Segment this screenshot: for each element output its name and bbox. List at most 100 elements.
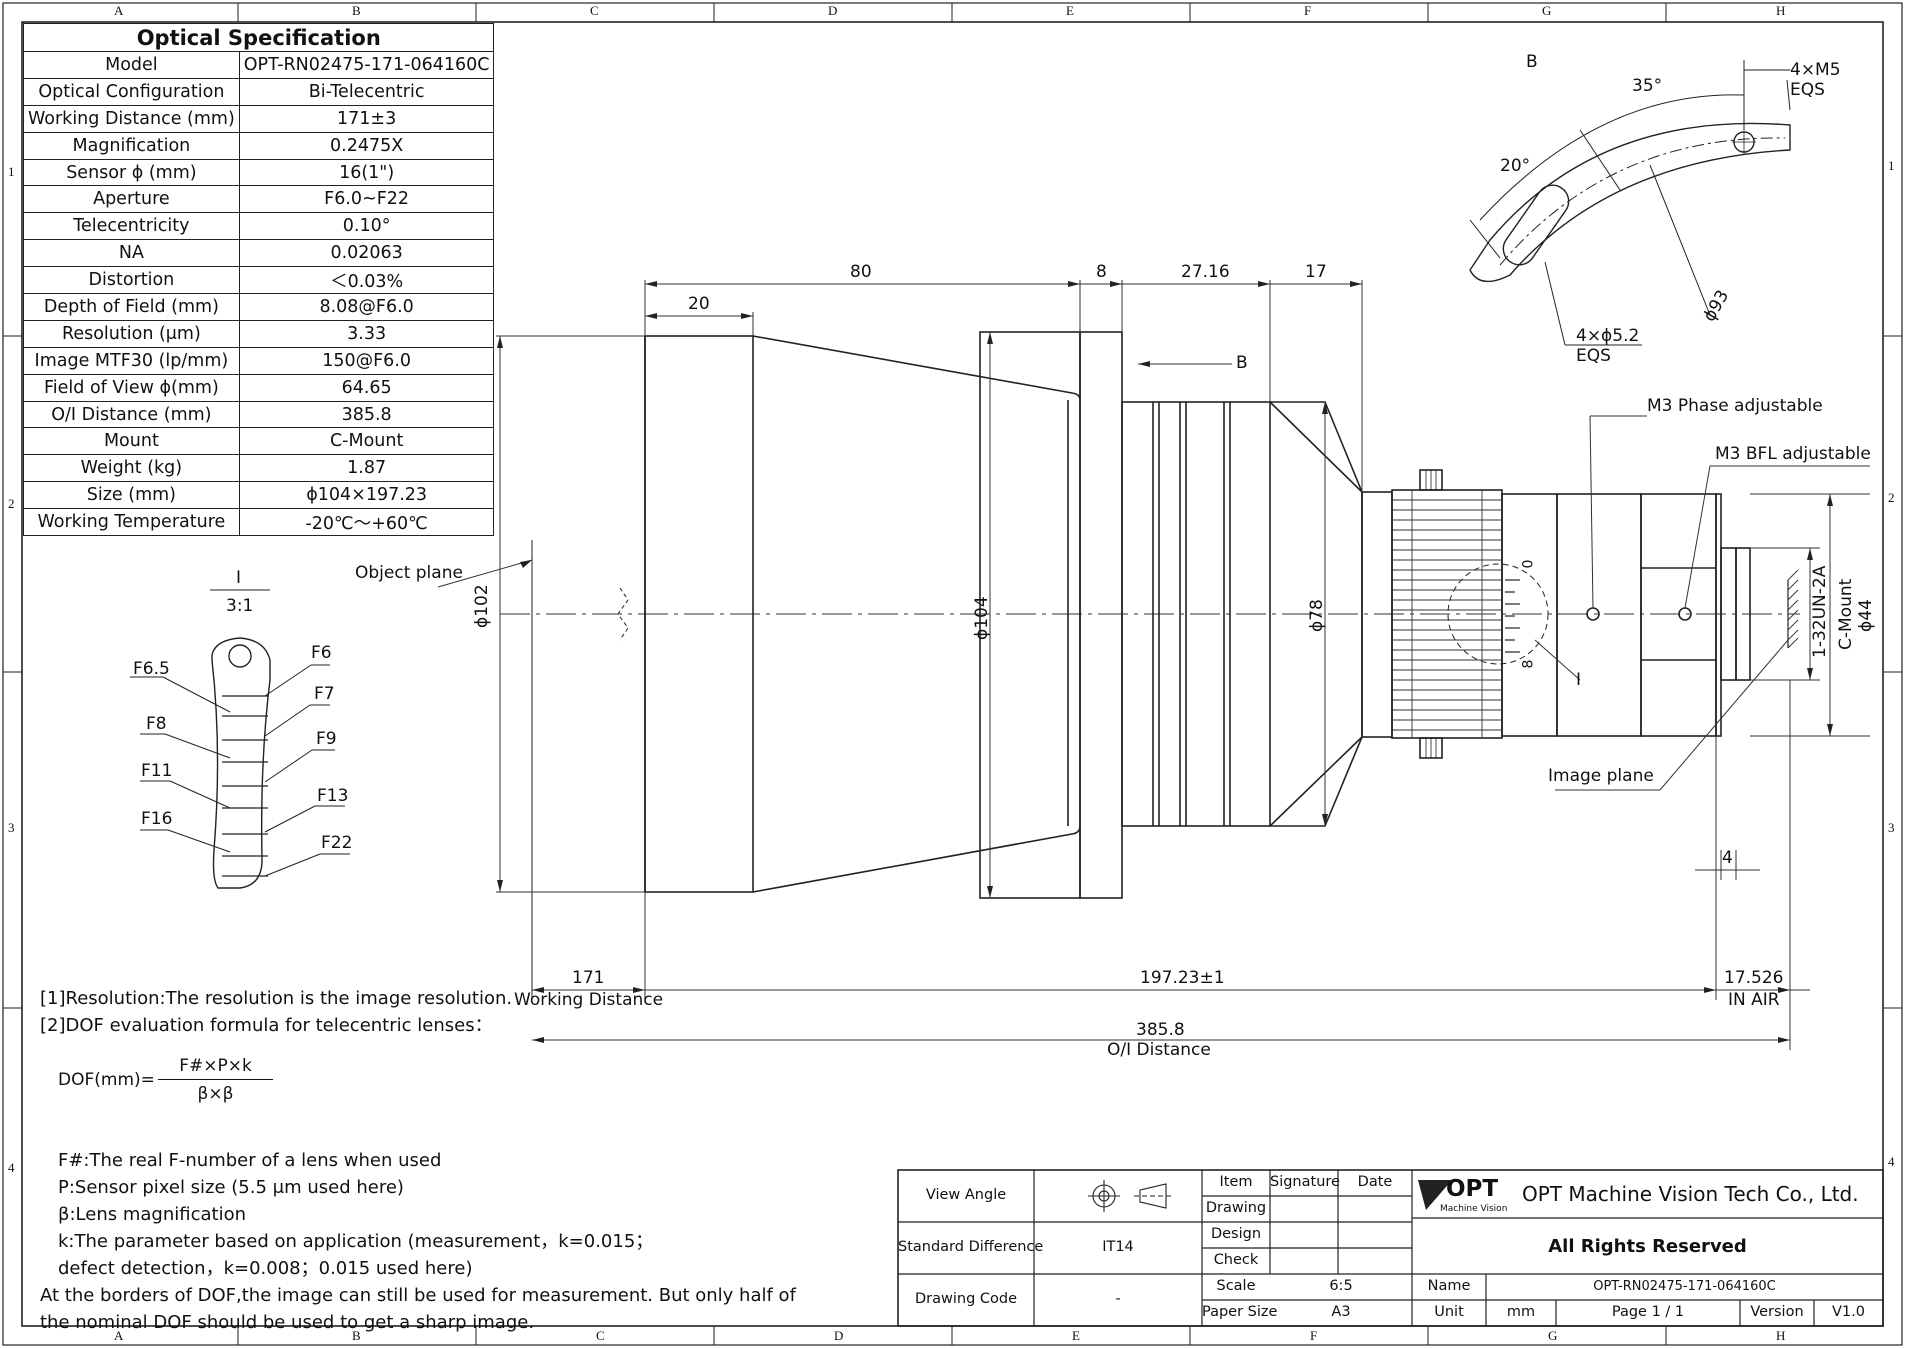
tb-name: Name [1427,1278,1471,1294]
note-resolution: [1]Resolution:The resolution is the imag… [40,988,513,1009]
spec-key: Optical Configuration [23,77,240,106]
tb-date: Date [1357,1174,1393,1190]
note-p: P:Sensor pixel size (5.5 μm used here) [58,1177,404,1198]
f-stop-label: F6 [311,643,332,663]
logo-mark [1418,1180,1452,1210]
spec-row: Resolution (μm)3.33 [23,319,495,348]
spec-value: 0.10° [238,212,495,241]
spec-key: Weight (kg) [23,454,240,483]
object-plane-label: Object plane [355,563,463,583]
f-stop-label: F13 [317,786,349,806]
formula-spacer [40,1039,796,1147]
tb-page: Page 1 / 1 [1611,1304,1685,1320]
spec-value: 16(1") [238,158,495,187]
in-air-label: IN AIR [1728,990,1780,1010]
spec-key: Resolution (μm) [23,319,240,348]
spec-value: OPT-RN02475-171-064160C [238,51,495,79]
m3-phase-label: M3 Phase adjustable [1647,396,1823,416]
detail-i-title: I [236,568,242,588]
dim-17-526: 17.526 [1724,968,1784,988]
spec-key: Depth of Field (mm) [23,293,240,321]
tb-code-val: - [1115,1291,1121,1307]
f-stop-label: F7 [314,684,335,704]
grid-row-2: 2 [8,496,15,511]
grid-col-h-bottom: H [1776,1328,1786,1343]
spec-row: O/I Distance (mm)385.8 [23,400,495,429]
spec-title-row: Optical Specification [22,23,495,52]
spec-row: Weight (kg)1.87 [23,454,495,483]
grid-col-f: F [1304,3,1312,18]
tb-paper-val: A3 [1331,1304,1351,1320]
grid-row-3: 3 [8,820,15,835]
spec-key: Distortion [23,266,240,295]
spec-key: Telecentricity [23,212,240,241]
tb-signature: Signature [1270,1174,1340,1190]
spec-value: 385.8 [238,400,495,429]
dim-phi102: ϕ102 [472,584,492,628]
detail-b-hole-eqs: EQS [1576,346,1611,366]
grid-row-4-right: 4 [1888,1154,1895,1169]
spec-key: Sensor ϕ (mm) [23,158,240,187]
spec-value: 0.02063 [238,239,495,268]
tb-scale-val: 6:5 [1329,1278,1353,1294]
f-stop-label: F9 [316,729,337,749]
spec-value: 8.08@F6.0 [238,293,495,321]
dim-4: 4 [1722,848,1733,868]
detail-b-view [1469,60,1791,346]
aperture-scale-ticks [1505,579,1520,653]
dim-thread: 1-32UN-2A [1810,565,1830,658]
view-angle-symbol [1088,1180,1174,1212]
detail-b-m5: 4×M5 [1790,60,1841,80]
spec-value: 150@F6.0 [238,346,495,375]
spec-value: 64.65 [238,373,495,402]
grid-col-e-bottom: E [1072,1328,1080,1343]
spec-value: Bi-Telecentric [238,77,495,106]
f-stop-label: F6.5 [133,659,170,679]
dof-lhs: DOF(mm)= [58,1070,155,1090]
spec-key: O/I Distance (mm) [23,400,240,429]
spec-value: 0.2475X [238,131,495,160]
note-k2: defect detection，k=0.008；0.015 used here… [58,1258,473,1279]
tb-std-val: IT14 [1102,1239,1134,1255]
spec-row: Field of View ϕ(mm)64.65 [23,373,495,402]
tb-logo: OPT [1446,1176,1499,1202]
ring-mark-0: 0 [1520,559,1537,569]
note-tail1: At the borders of DOF,the image can stil… [40,1285,796,1306]
tb-paper: Paper Size [1202,1304,1278,1320]
grid-col-a: A [114,3,124,18]
title-block-grid [897,1169,1884,1327]
detail-i-view [130,589,350,889]
detail-i-callout: I [1576,670,1582,690]
spec-row: Working Temperature-20℃～+60℃ [23,508,495,537]
grid-row-4: 4 [8,1160,15,1175]
spec-key: Aperture [23,185,240,214]
spec-row: Depth of Field (mm)8.08@F6.0 [23,293,495,321]
lens-body [531,331,1789,1000]
dimension-arrows [497,281,1833,1043]
grid-col-c: C [590,3,599,18]
dof-numerator: F#×P×k [158,1056,273,1080]
spec-key: Mount [23,427,240,456]
m3-bfl-label: M3 BFL adjustable [1715,444,1871,464]
grid-col-g-bottom: G [1548,1328,1558,1343]
detail-b-angle-20: 20° [1500,156,1531,176]
tb-design: Design [1210,1226,1262,1242]
spec-key: Image MTF30 (lp/mm) [23,346,240,375]
grid-row-3-right: 3 [1888,820,1895,835]
note-beta: β:Lens magnification [58,1204,246,1225]
note-dof: [2]DOF evaluation formula for telecentri… [40,1015,493,1036]
spec-row: Sensor ϕ (mm)16(1") [23,158,495,187]
grid-col-c-bottom: C [596,1328,605,1343]
grid-col-b: B [352,3,361,18]
f-stop-label: F11 [141,761,173,781]
detail-b-angle-35: 35° [1632,76,1663,96]
tb-drawing: Drawing [1205,1200,1267,1216]
note-f: F#:The real F-number of a lens when used [58,1150,442,1171]
grid-col-g: G [1542,3,1552,18]
